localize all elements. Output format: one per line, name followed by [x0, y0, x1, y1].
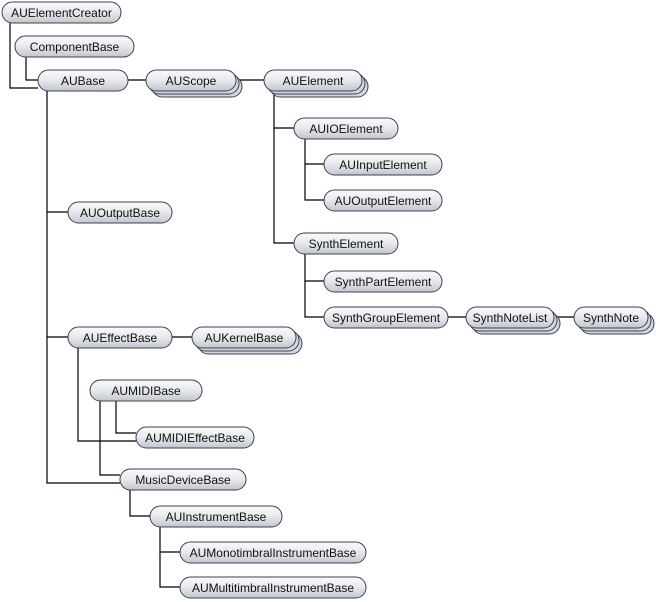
node-pill [179, 541, 367, 564]
edge-auinstrumentbase-to-aumonotimbral [159, 527, 180, 553]
node-pill [465, 306, 555, 329]
node-label: SynthElement [309, 237, 384, 251]
node-label: AUIOElement [309, 122, 383, 136]
node-pill [293, 232, 399, 255]
node-label: AUElementCreator [11, 6, 112, 20]
class-node-auinputelement[interactable]: AUInputElement [323, 153, 443, 176]
node-label: SynthPartElement [335, 275, 432, 289]
node-label: AUEffectBase [83, 331, 158, 345]
node-label: AUInputElement [339, 158, 427, 172]
class-node-synthnote[interactable]: SynthNote [573, 306, 655, 335]
class-node-aueffectbase[interactable]: AUEffectBase [67, 326, 173, 349]
node-pill [119, 468, 247, 491]
node-pill [573, 306, 649, 329]
class-node-aubase[interactable]: AUBase [37, 69, 129, 92]
node-pill [145, 69, 237, 92]
node-label: AUMIDIBase [111, 384, 181, 398]
edge-aubase-to-musicdevicebase [46, 337, 120, 484]
edge-aumidibase-to-musicdevicebase [99, 401, 120, 476]
class-node-synthelement[interactable]: SynthElement [293, 232, 399, 255]
connector-lines [9, 23, 574, 588]
node-label: MusicDeviceBase [135, 473, 231, 487]
node-label: AUKernelBase [205, 331, 284, 345]
edge-component_base-to-aubase [25, 57, 38, 81]
class-node-synthpartelement[interactable]: SynthPartElement [323, 270, 443, 293]
class-node-synthnotelist[interactable]: SynthNoteList [465, 306, 561, 335]
class-node-aukernelbase[interactable]: AUKernelBase [191, 326, 303, 355]
node-pill [323, 270, 443, 293]
edge-auioelement-to-auinputelement [304, 139, 324, 165]
class-node-auioelement[interactable]: AUIOElement [293, 117, 399, 140]
node-label: AUMIDIEffectBase [145, 431, 245, 445]
class-node-auscope[interactable]: AUScope [145, 69, 243, 98]
node-pill [263, 69, 363, 92]
edge-aubase-to-auoutputbase [46, 91, 68, 213]
node-pill [191, 326, 297, 349]
node-label: ComponentBase [30, 40, 120, 54]
class-node-aumonotimbral[interactable]: AUMonotimbralInstrumentBase [179, 541, 367, 564]
edge-aue_creator-to-aubase [9, 23, 38, 89]
node-pill [135, 426, 255, 449]
edge-auinstrumentbase-to-aumultitimbral [159, 552, 180, 588]
node-label: AUBase [61, 74, 105, 88]
class-node-auelement[interactable]: AUElement [263, 69, 369, 98]
node-pill [149, 505, 283, 528]
node-pill [67, 326, 173, 349]
class-node-auinstrumentbase[interactable]: AUInstrumentBase [149, 505, 283, 528]
node-pill [323, 306, 449, 329]
edge-synthelement-to-synthpartelement [304, 254, 324, 282]
edge-musicdevicebase-to-auinstrumentbase [129, 490, 150, 517]
node-label: AUOutputBase [80, 206, 160, 220]
edge-auelement-to-synthelement [273, 128, 294, 244]
node-pill [37, 69, 129, 92]
node-pill [293, 117, 399, 140]
node-pill [179, 576, 367, 599]
node-label: AUScope [166, 74, 217, 88]
node-label: SynthGroupElement [332, 311, 441, 325]
node-pill [89, 379, 203, 402]
edge-auioelement-to-auoutputelement [304, 164, 324, 201]
edge-aueffectbase-to-aumidieffectbase [77, 348, 136, 442]
class-node-aumidibase[interactable]: AUMIDIBase [89, 379, 203, 402]
class-node-synthgroupelement[interactable]: SynthGroupElement [323, 306, 449, 329]
class-node-auoutputelement[interactable]: AUOutputElement [323, 189, 443, 212]
class-node-component_base[interactable]: ComponentBase [14, 35, 135, 58]
class-node-musicdevicebase[interactable]: MusicDeviceBase [119, 468, 247, 491]
node-label: AUOutputElement [335, 194, 432, 208]
class-node-aumultitimbral[interactable]: AUMultitimbralInstrumentBase [179, 576, 367, 599]
class-node-auoutputbase[interactable]: AUOutputBase [67, 201, 173, 224]
class-node-aue_creator[interactable]: AUElementCreator [1, 1, 122, 24]
node-pill [1, 1, 122, 24]
node-label: SynthNote [583, 311, 639, 325]
node-label: SynthNoteList [473, 311, 548, 325]
edge-synthelement-to-synthgroupelement [304, 281, 324, 318]
class-node-aumidieffectbase[interactable]: AUMIDIEffectBase [135, 426, 255, 449]
node-label: AUInstrumentBase [166, 510, 267, 524]
edge-aumidibase-to-aumidieffectbase [115, 401, 136, 434]
node-pill [323, 189, 443, 212]
node-label: AUElement [283, 74, 344, 88]
node-pill [14, 35, 135, 58]
node-pill [67, 201, 173, 224]
node-label: AUMonotimbralInstrumentBase [190, 546, 357, 560]
edge-aubase-to-aueffectbase [46, 212, 68, 338]
node-label: AUMultitimbralInstrumentBase [192, 581, 354, 595]
node-pill [323, 153, 443, 176]
